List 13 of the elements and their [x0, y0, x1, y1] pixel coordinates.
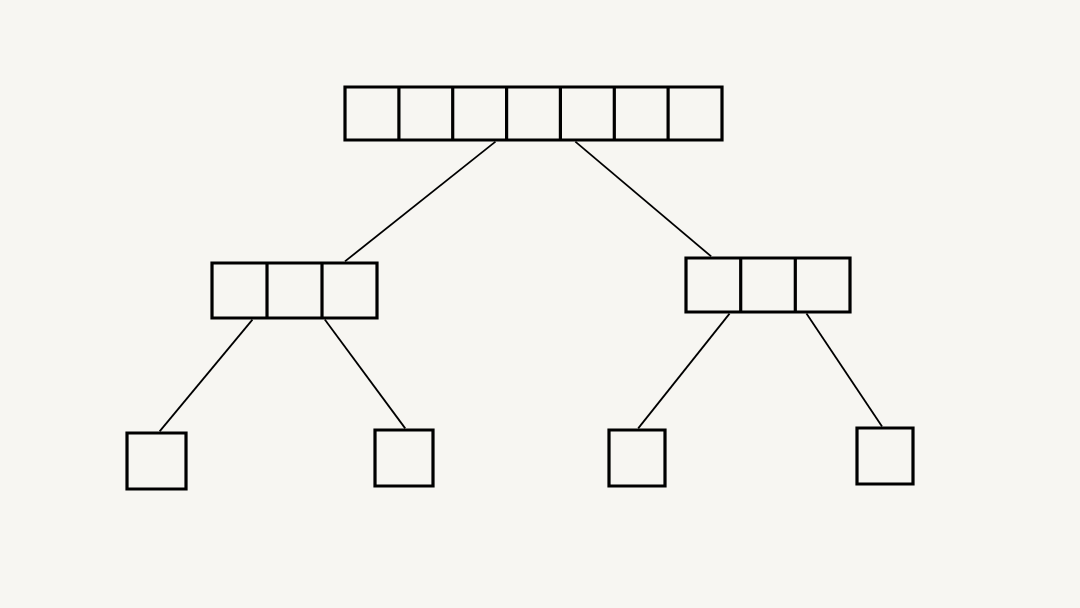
- array-cell: [607, 428, 667, 488]
- array-cell: [373, 428, 435, 488]
- connector-line: [805, 312, 883, 428]
- array-cell: [125, 431, 188, 491]
- connector-line: [158, 318, 254, 433]
- connector-line: [344, 140, 497, 263]
- array-drawing: [684, 256, 852, 314]
- connector-line: [574, 140, 713, 258]
- array-drawing: [210, 261, 379, 320]
- connector-line: [637, 312, 731, 430]
- array-cell: [855, 426, 915, 486]
- connector-line: [323, 318, 407, 430]
- array-drawing: [343, 85, 724, 142]
